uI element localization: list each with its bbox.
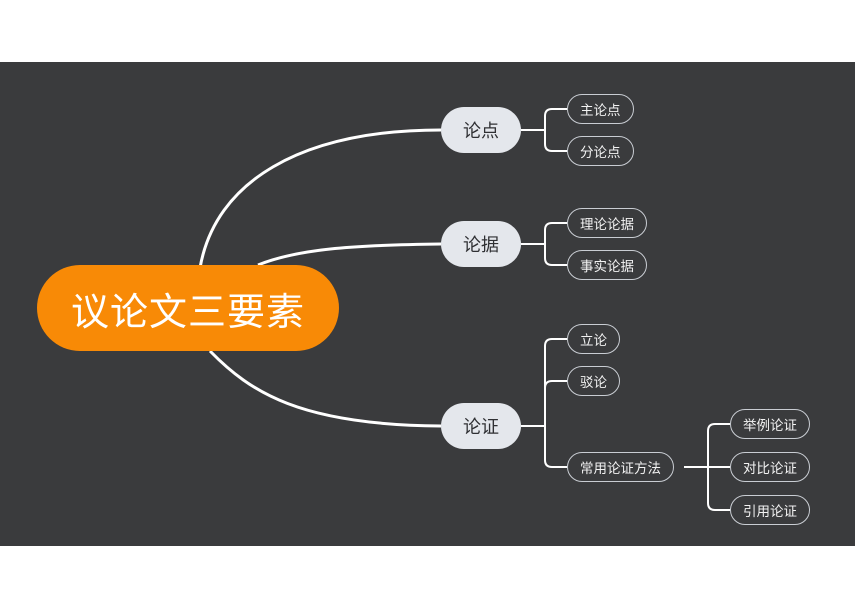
connector-root-lunzheng [208, 349, 442, 428]
connector-lunzheng-children [521, 338, 567, 468]
mindmap-canvas: 议论文三要素 论点 论据 论证 主论点 分论点 理论论据 事实论据 立论 驳论 … [0, 62, 855, 546]
leaf-node-methods[interactable]: 常用论证方法 [567, 452, 674, 482]
connector-lines [198, 108, 730, 511]
leaf-node[interactable]: 立论 [567, 324, 620, 354]
leaf-node[interactable]: 事实论据 [567, 250, 647, 280]
leaf-node[interactable]: 主论点 [567, 94, 634, 124]
branch-node-lunju[interactable]: 论据 [441, 221, 521, 267]
connector-lundian-children [521, 108, 567, 152]
leaf-node[interactable]: 理论论据 [567, 208, 647, 238]
connector-root-lunju [257, 242, 442, 267]
connector-lunju-children [521, 222, 567, 266]
leaf-node[interactable]: 引用论证 [730, 495, 810, 525]
branch-node-lundian[interactable]: 论点 [441, 107, 521, 153]
root-node[interactable]: 议论文三要素 [37, 265, 339, 351]
leaf-node[interactable]: 驳论 [567, 366, 620, 396]
connector-root-lundian [198, 128, 442, 269]
connector-methods-children [684, 423, 730, 511]
leaf-node[interactable]: 对比论证 [730, 452, 810, 482]
leaf-node[interactable]: 分论点 [567, 136, 634, 166]
branch-node-lunzheng[interactable]: 论证 [441, 403, 521, 449]
leaf-node[interactable]: 举例论证 [730, 409, 810, 439]
